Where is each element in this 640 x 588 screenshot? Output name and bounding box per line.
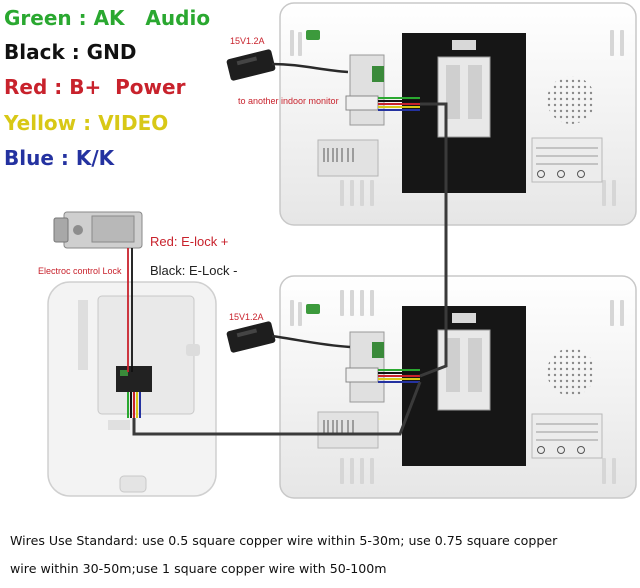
electric-lock-label: Electroc control Lock [38, 266, 122, 276]
bottom-power-adapter [226, 321, 351, 353]
top-terminal-block [349, 54, 385, 126]
bottom-wire-bundle [378, 369, 420, 383]
another-monitor-label: to another indoor monitor [238, 96, 339, 106]
bottom-speaker-grille [547, 348, 595, 396]
legend-red: Red : B+ Power [4, 75, 186, 99]
bottom-spec-sticker [531, 413, 603, 459]
bottom-monitor-logo-badge [306, 304, 320, 314]
top-speaker-grille [547, 76, 595, 124]
legend-yellow: Yellow : VIDEO [4, 111, 169, 135]
lock-red-wire-label: Red: E-lock + [150, 234, 229, 249]
electric-lock [53, 211, 143, 249]
legend-blue: Blue : K/K [4, 146, 115, 170]
top-wire-bundle [378, 97, 420, 111]
top-monitor-logo-badge [306, 30, 320, 40]
legend-black: Black : GND [4, 40, 137, 64]
bottom-terminal-block [349, 331, 385, 403]
door-station-terminal [116, 366, 152, 392]
top-spec-sticker [531, 137, 603, 183]
wire-standard-note-line1: Wires Use Standard: use 0.5 square coppe… [10, 533, 558, 548]
top-indoor-monitor [279, 2, 637, 226]
bottom-indoor-monitor [279, 275, 637, 499]
top-adapter-rating: 15V1.2A [230, 36, 265, 46]
outdoor-door-station [47, 281, 217, 497]
outdoor-link-cable [132, 381, 422, 436]
bottom-adapter-rating: 15V1.2A [229, 312, 264, 322]
legend-green: Green : AK Audio [4, 6, 211, 30]
monitor-link-cable [419, 102, 448, 378]
top-power-adapter [226, 49, 349, 81]
lock-black-wire-label: Black: E-Lock - [150, 263, 238, 278]
wire-standard-note-line2: wire within 30-50m;use 1 square copper w… [10, 561, 387, 576]
